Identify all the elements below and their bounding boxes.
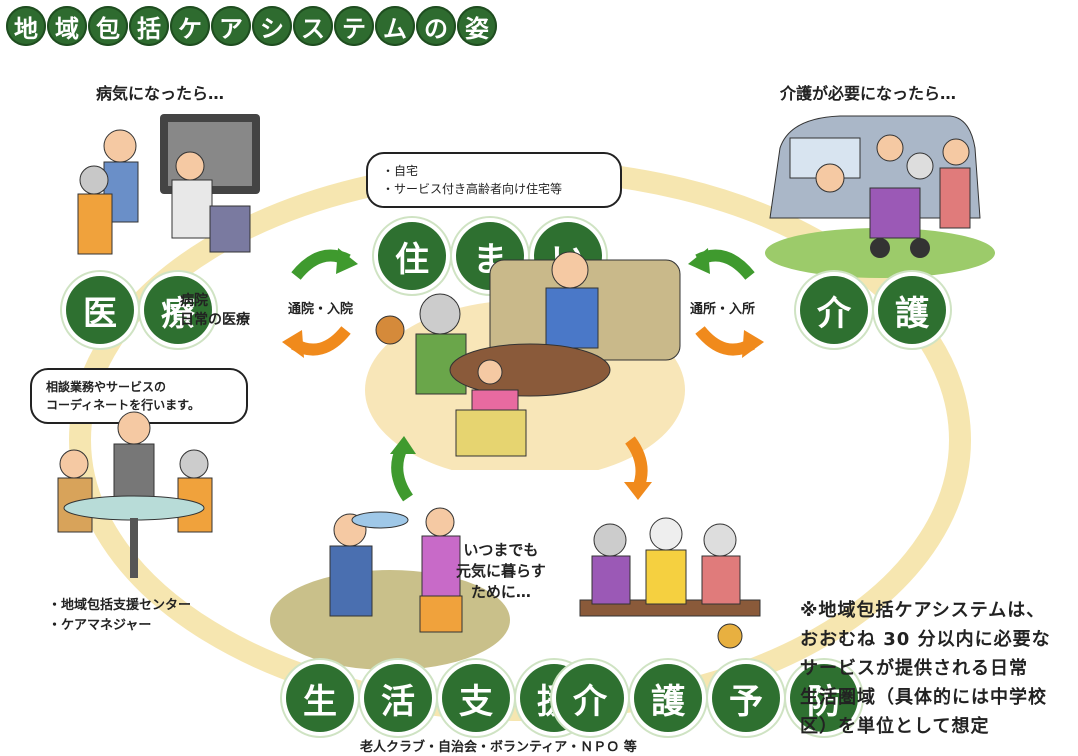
title-char: シ — [252, 6, 292, 46]
living-support-illustration — [270, 507, 510, 670]
title-char: 地 — [6, 6, 46, 46]
care-illustration — [765, 115, 995, 278]
title-char: 括 — [129, 6, 169, 46]
medical-label: 医 療 — [66, 276, 212, 344]
slogan: いつまでも 元気に暮らす ために… — [456, 541, 546, 601]
living-support-char: 支 — [442, 664, 510, 732]
title-char: テ — [334, 6, 374, 46]
center-illustration — [57, 411, 213, 578]
care-arrow-label: 通所・入所 — [690, 302, 756, 317]
arrow-care-to-housing — [688, 248, 755, 280]
living-support-char: 活 — [364, 664, 432, 732]
arrow-housing-to-prevention — [624, 436, 652, 500]
housing-illustration — [365, 251, 685, 470]
housing-char: 住 — [378, 222, 446, 290]
title-char: の — [416, 6, 456, 46]
housing-bubble: ・自宅 ・サービス付き高齢者向け住宅等 — [366, 152, 622, 208]
medical-illustration — [77, 114, 260, 255]
medical-heading: 病気になったら… — [96, 84, 225, 103]
care-char: 護 — [878, 276, 946, 344]
title-char: 姿 — [457, 6, 497, 46]
living-support-label: 生 活 支 援 — [286, 664, 588, 732]
medical-arrow-label: 通院・入院 — [288, 302, 354, 317]
care-label: 介 護 — [800, 276, 946, 344]
title-char: 域 — [47, 6, 87, 46]
arrow-housing-to-care — [695, 326, 764, 358]
prevention-char: 護 — [634, 664, 702, 732]
center-list: ・地域包括支援センター ・ケアマネジャー — [48, 598, 192, 633]
center-bubble: 相談業務やサービスの コーディネートを行います。 — [30, 368, 248, 424]
title-char: ス — [293, 6, 333, 46]
prevention-char: 予 — [712, 664, 780, 732]
footer-organizations: 老人クラブ・自治会・ボランティア・ＮＰＯ 等 — [360, 740, 637, 755]
title-char: ケ — [170, 6, 210, 46]
medical-char: 医 — [66, 276, 134, 344]
arrow-medical-to-housing — [291, 248, 358, 280]
care-heading: 介護が必要になったら… — [780, 84, 957, 103]
arrow-living-to-housing — [390, 436, 416, 502]
living-support-char: 生 — [286, 664, 354, 732]
medical-description: 病院 日常の医療 — [180, 293, 250, 328]
note-text: ※地域包括ケアシステムは、 おおむね 30 分以内に必要な サービスが提供される… — [800, 600, 1051, 737]
title-char: 包 — [88, 6, 128, 46]
title-char: ア — [211, 6, 251, 46]
prevention-illustration — [579, 517, 761, 649]
medical-char: 療 — [144, 276, 212, 344]
page-title: 地 域 包 括 ケ ア シ ス テ ム の 姿 — [6, 6, 498, 46]
care-char: 介 — [800, 276, 868, 344]
arrow-housing-to-medical — [282, 326, 351, 358]
prevention-char: 介 — [556, 664, 624, 732]
prevention-char: 防 — [790, 664, 858, 732]
prevention-label: 介 護 予 防 — [556, 664, 858, 732]
title-char: ム — [375, 6, 415, 46]
